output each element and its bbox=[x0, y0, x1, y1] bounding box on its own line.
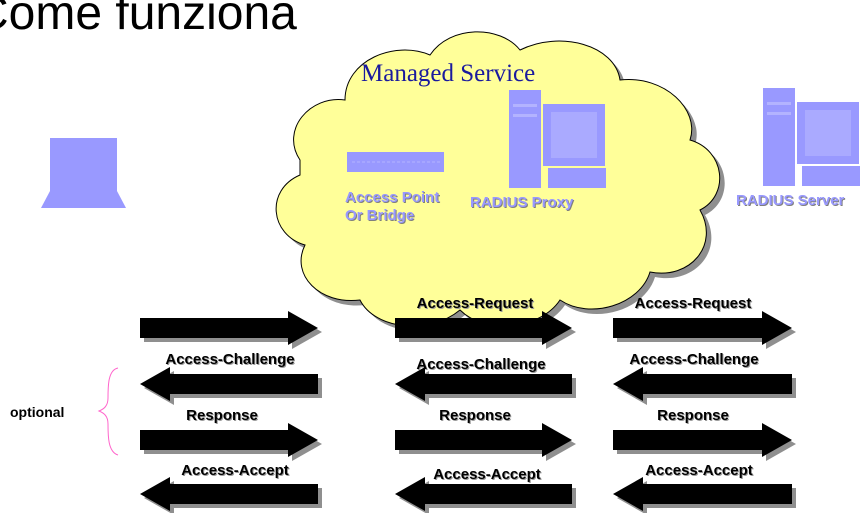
col0-msg1-label: Access-Challenge bbox=[165, 351, 295, 368]
col1-msg3-label: Access-Accept bbox=[433, 466, 541, 483]
arrow-left-c0-r3 bbox=[140, 477, 318, 511]
col2-msg0-label: Access-Request bbox=[634, 295, 752, 312]
access-point-label-line2: Or Bridge bbox=[345, 207, 415, 224]
radius-proxy-computer-icon bbox=[509, 90, 606, 188]
col0-msg3-label: Access-Accept bbox=[181, 462, 289, 479]
col2-msg2-label: Response bbox=[657, 407, 729, 424]
col0-msg2-label: Response bbox=[186, 407, 258, 424]
arrow-left-c2-r1 bbox=[613, 367, 792, 401]
message-arrows bbox=[140, 311, 796, 513]
arrow-right-c1-r2 bbox=[395, 423, 572, 457]
arrow-right-c0-r0 bbox=[140, 311, 318, 345]
arrow-right-c2-r2 bbox=[613, 423, 792, 457]
access-point-icon bbox=[347, 152, 444, 172]
radius-server-computer-icon bbox=[763, 88, 860, 186]
radius-proxy-label: RADIUS Proxy bbox=[470, 194, 574, 211]
col1-msg0-label: Access-Request bbox=[416, 295, 534, 312]
arrow-left-c1-r1 bbox=[395, 367, 572, 401]
arrow-right-c0-r2 bbox=[140, 423, 318, 457]
optional-label: optional bbox=[10, 404, 65, 420]
col1-msg2-label: Response bbox=[439, 407, 511, 424]
laptop-icon bbox=[41, 138, 126, 208]
col2-msg3-label: Access-Accept bbox=[645, 462, 753, 479]
cloud-title: Managed Service bbox=[361, 60, 536, 87]
access-point-label-line1: Access Point bbox=[345, 189, 440, 206]
col1-msg1-label: Access-Challenge bbox=[416, 356, 546, 373]
arrow-left-c1-r3 bbox=[395, 477, 572, 511]
arrow-left-c0-r1 bbox=[140, 367, 318, 401]
arrow-right-c1-r0 bbox=[395, 311, 572, 345]
optional-brace bbox=[97, 367, 119, 456]
arrow-left-c2-r3 bbox=[613, 477, 792, 511]
slide-title: Come funziona bbox=[0, 0, 297, 40]
arrow-right-c2-r0 bbox=[613, 311, 792, 345]
col2-msg1-label: Access-Challenge bbox=[629, 351, 759, 368]
managed-service-cloud bbox=[275, 31, 725, 332]
radius-server-label: RADIUS Server bbox=[736, 192, 845, 209]
